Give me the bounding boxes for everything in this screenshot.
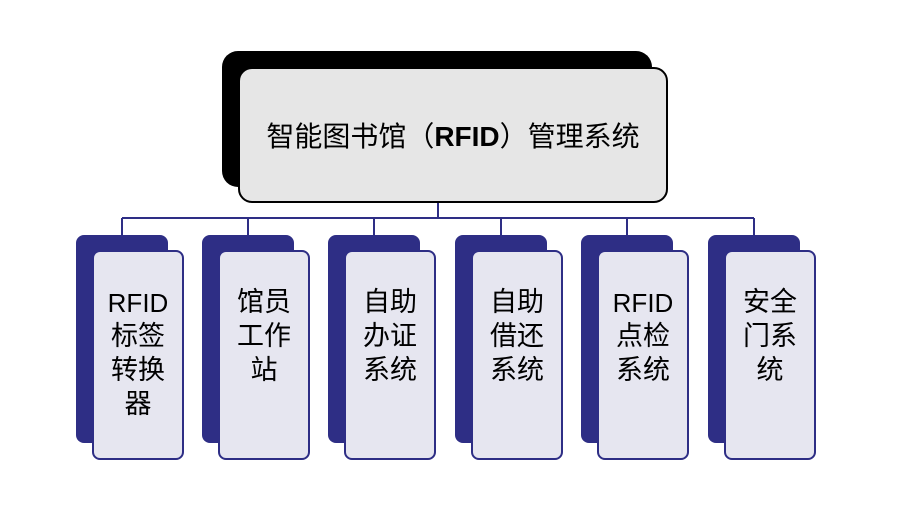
child-label-line: 点检 bbox=[616, 321, 670, 352]
child-node-rfid-tag-converter: RFID 标签 转换 器 bbox=[92, 250, 184, 460]
child-label-line: 系统 bbox=[363, 355, 417, 386]
child-label-line: 统 bbox=[756, 355, 784, 386]
child-label-line: 标签 bbox=[111, 321, 165, 352]
root-node: 智能图书馆（RFID）管理系统 bbox=[238, 67, 668, 203]
child-label-line: 系统 bbox=[616, 355, 670, 386]
child-label-line: 借还 bbox=[490, 321, 544, 352]
child-node-rfid-inspection: RFID 点检 系统 bbox=[597, 250, 689, 460]
child-label-line: RFID bbox=[612, 288, 674, 318]
child-label-line: 自助 bbox=[363, 287, 417, 318]
child-label-line: 安全 bbox=[743, 287, 797, 318]
root-title-suffix: ）管理系统 bbox=[499, 120, 640, 153]
root-title-prefix: 智能图书馆（ bbox=[266, 120, 435, 153]
child-node-security-gate: 安全 门系 统 bbox=[724, 250, 816, 460]
child-label-line: 站 bbox=[250, 355, 278, 386]
child-label-line: 工作 bbox=[237, 321, 291, 352]
child-label-line: 器 bbox=[124, 389, 152, 420]
root-title-rfid: RFID bbox=[434, 121, 500, 152]
child-label-line: 自助 bbox=[490, 287, 544, 318]
child-node-self-borrow-return: 自助 借还 系统 bbox=[471, 250, 563, 460]
child-label-line: RFID bbox=[107, 288, 169, 318]
child-label-line: 门系 bbox=[743, 321, 797, 352]
child-label-line: 办证 bbox=[363, 321, 417, 352]
root-title: 智能图书馆（RFID）管理系统 bbox=[266, 115, 639, 155]
child-label-line: 系统 bbox=[490, 355, 544, 386]
child-node-librarian-workstation: 馆员 工作 站 bbox=[218, 250, 310, 460]
child-node-self-card-issuing: 自助 办证 系统 bbox=[344, 250, 436, 460]
child-label-line: 转换 bbox=[111, 355, 165, 386]
child-label-line: 馆员 bbox=[237, 287, 291, 318]
